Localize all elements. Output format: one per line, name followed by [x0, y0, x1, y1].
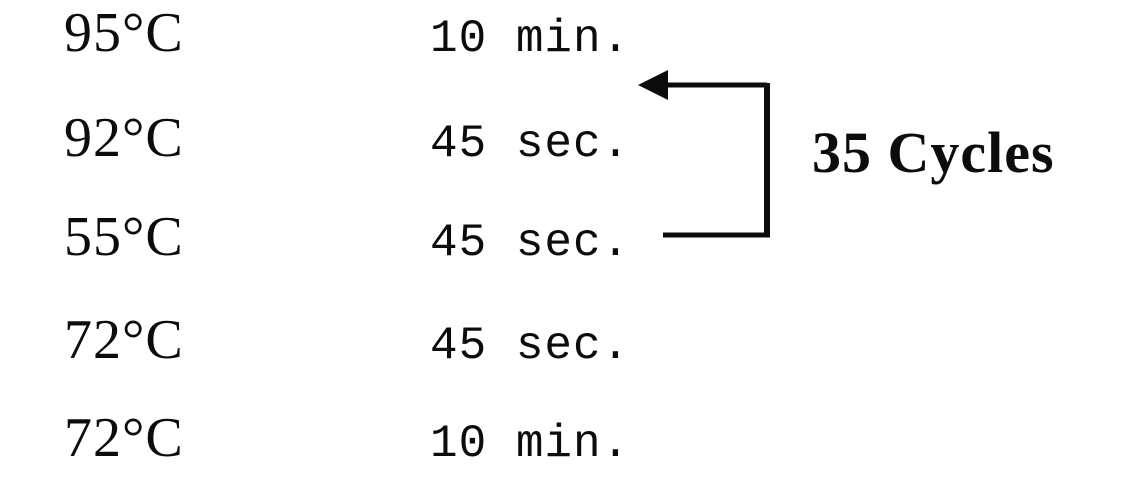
step-temperature: 72°C [64, 309, 184, 371]
step-temperature: 55°C [64, 206, 184, 268]
step-temperature: 95°C [64, 2, 184, 64]
step-duration: 10 min. [430, 418, 631, 470]
step-duration: 10 min. [430, 13, 631, 65]
cycle-count-label: 35 Cycles [812, 120, 1055, 185]
cycle-loop-arrow-icon [638, 70, 770, 238]
step-temperature: 72°C [64, 407, 184, 469]
protocol-step-row: 72°C 45 sec. [64, 312, 630, 369]
step-duration: 45 sec. [430, 217, 631, 269]
step-temperature: 92°C [64, 107, 184, 169]
protocol-step-row: 95°C 10 min. [64, 5, 630, 62]
protocol-step-row: 55°C 45 sec. [64, 209, 630, 266]
protocol-step-row: 72°C 10 min. [64, 410, 630, 467]
step-duration: 45 sec. [430, 320, 631, 372]
step-duration: 45 sec. [430, 118, 631, 170]
protocol-step-row: 92°C 45 sec. [64, 110, 630, 167]
